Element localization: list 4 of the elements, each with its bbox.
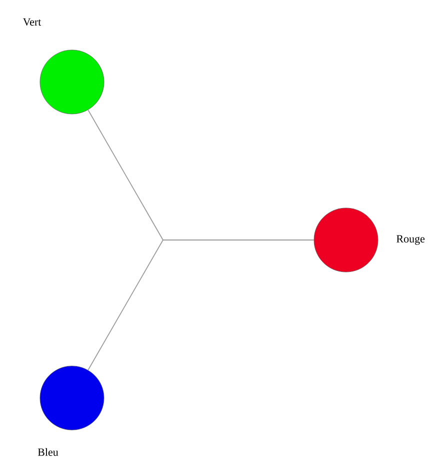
- connector-line: [88, 240, 314, 371]
- node-label: Rouge: [396, 235, 425, 245]
- node-label: Vert: [22, 18, 42, 26]
- node-label: Bleu: [38, 448, 58, 456]
